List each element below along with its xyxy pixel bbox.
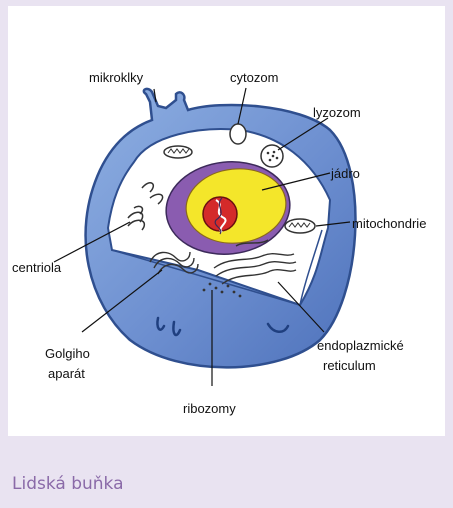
mitochondrion-top: [164, 146, 192, 158]
label-mitochondrie: mitochondrie: [352, 216, 426, 231]
label-golgiho-line2: aparát: [48, 366, 85, 381]
illustration-card: mikroklky cytozom lyzozom jádro mitochon…: [8, 6, 445, 436]
label-lyzozom: lyzozom: [313, 105, 361, 120]
mitochondrion-right: [285, 219, 315, 233]
label-centriola: centriola: [12, 260, 62, 275]
label-endoplazmicke-line2: reticulum: [323, 358, 376, 373]
human-cell-diagram: mikroklky cytozom lyzozom jádro mitochon…: [8, 6, 445, 436]
label-mikroklky: mikroklky: [89, 70, 144, 85]
label-cytozom: cytozom: [230, 70, 278, 85]
caption: Lidská buňka: [12, 474, 124, 494]
label-jadro: jádro: [330, 166, 360, 181]
label-endoplazmicke-line1: endoplazmické: [317, 338, 404, 353]
label-ribozomy: ribozomy: [183, 401, 236, 416]
cytozom-vesicle: [230, 124, 246, 144]
label-golgiho-line1: Golgiho: [45, 346, 90, 361]
